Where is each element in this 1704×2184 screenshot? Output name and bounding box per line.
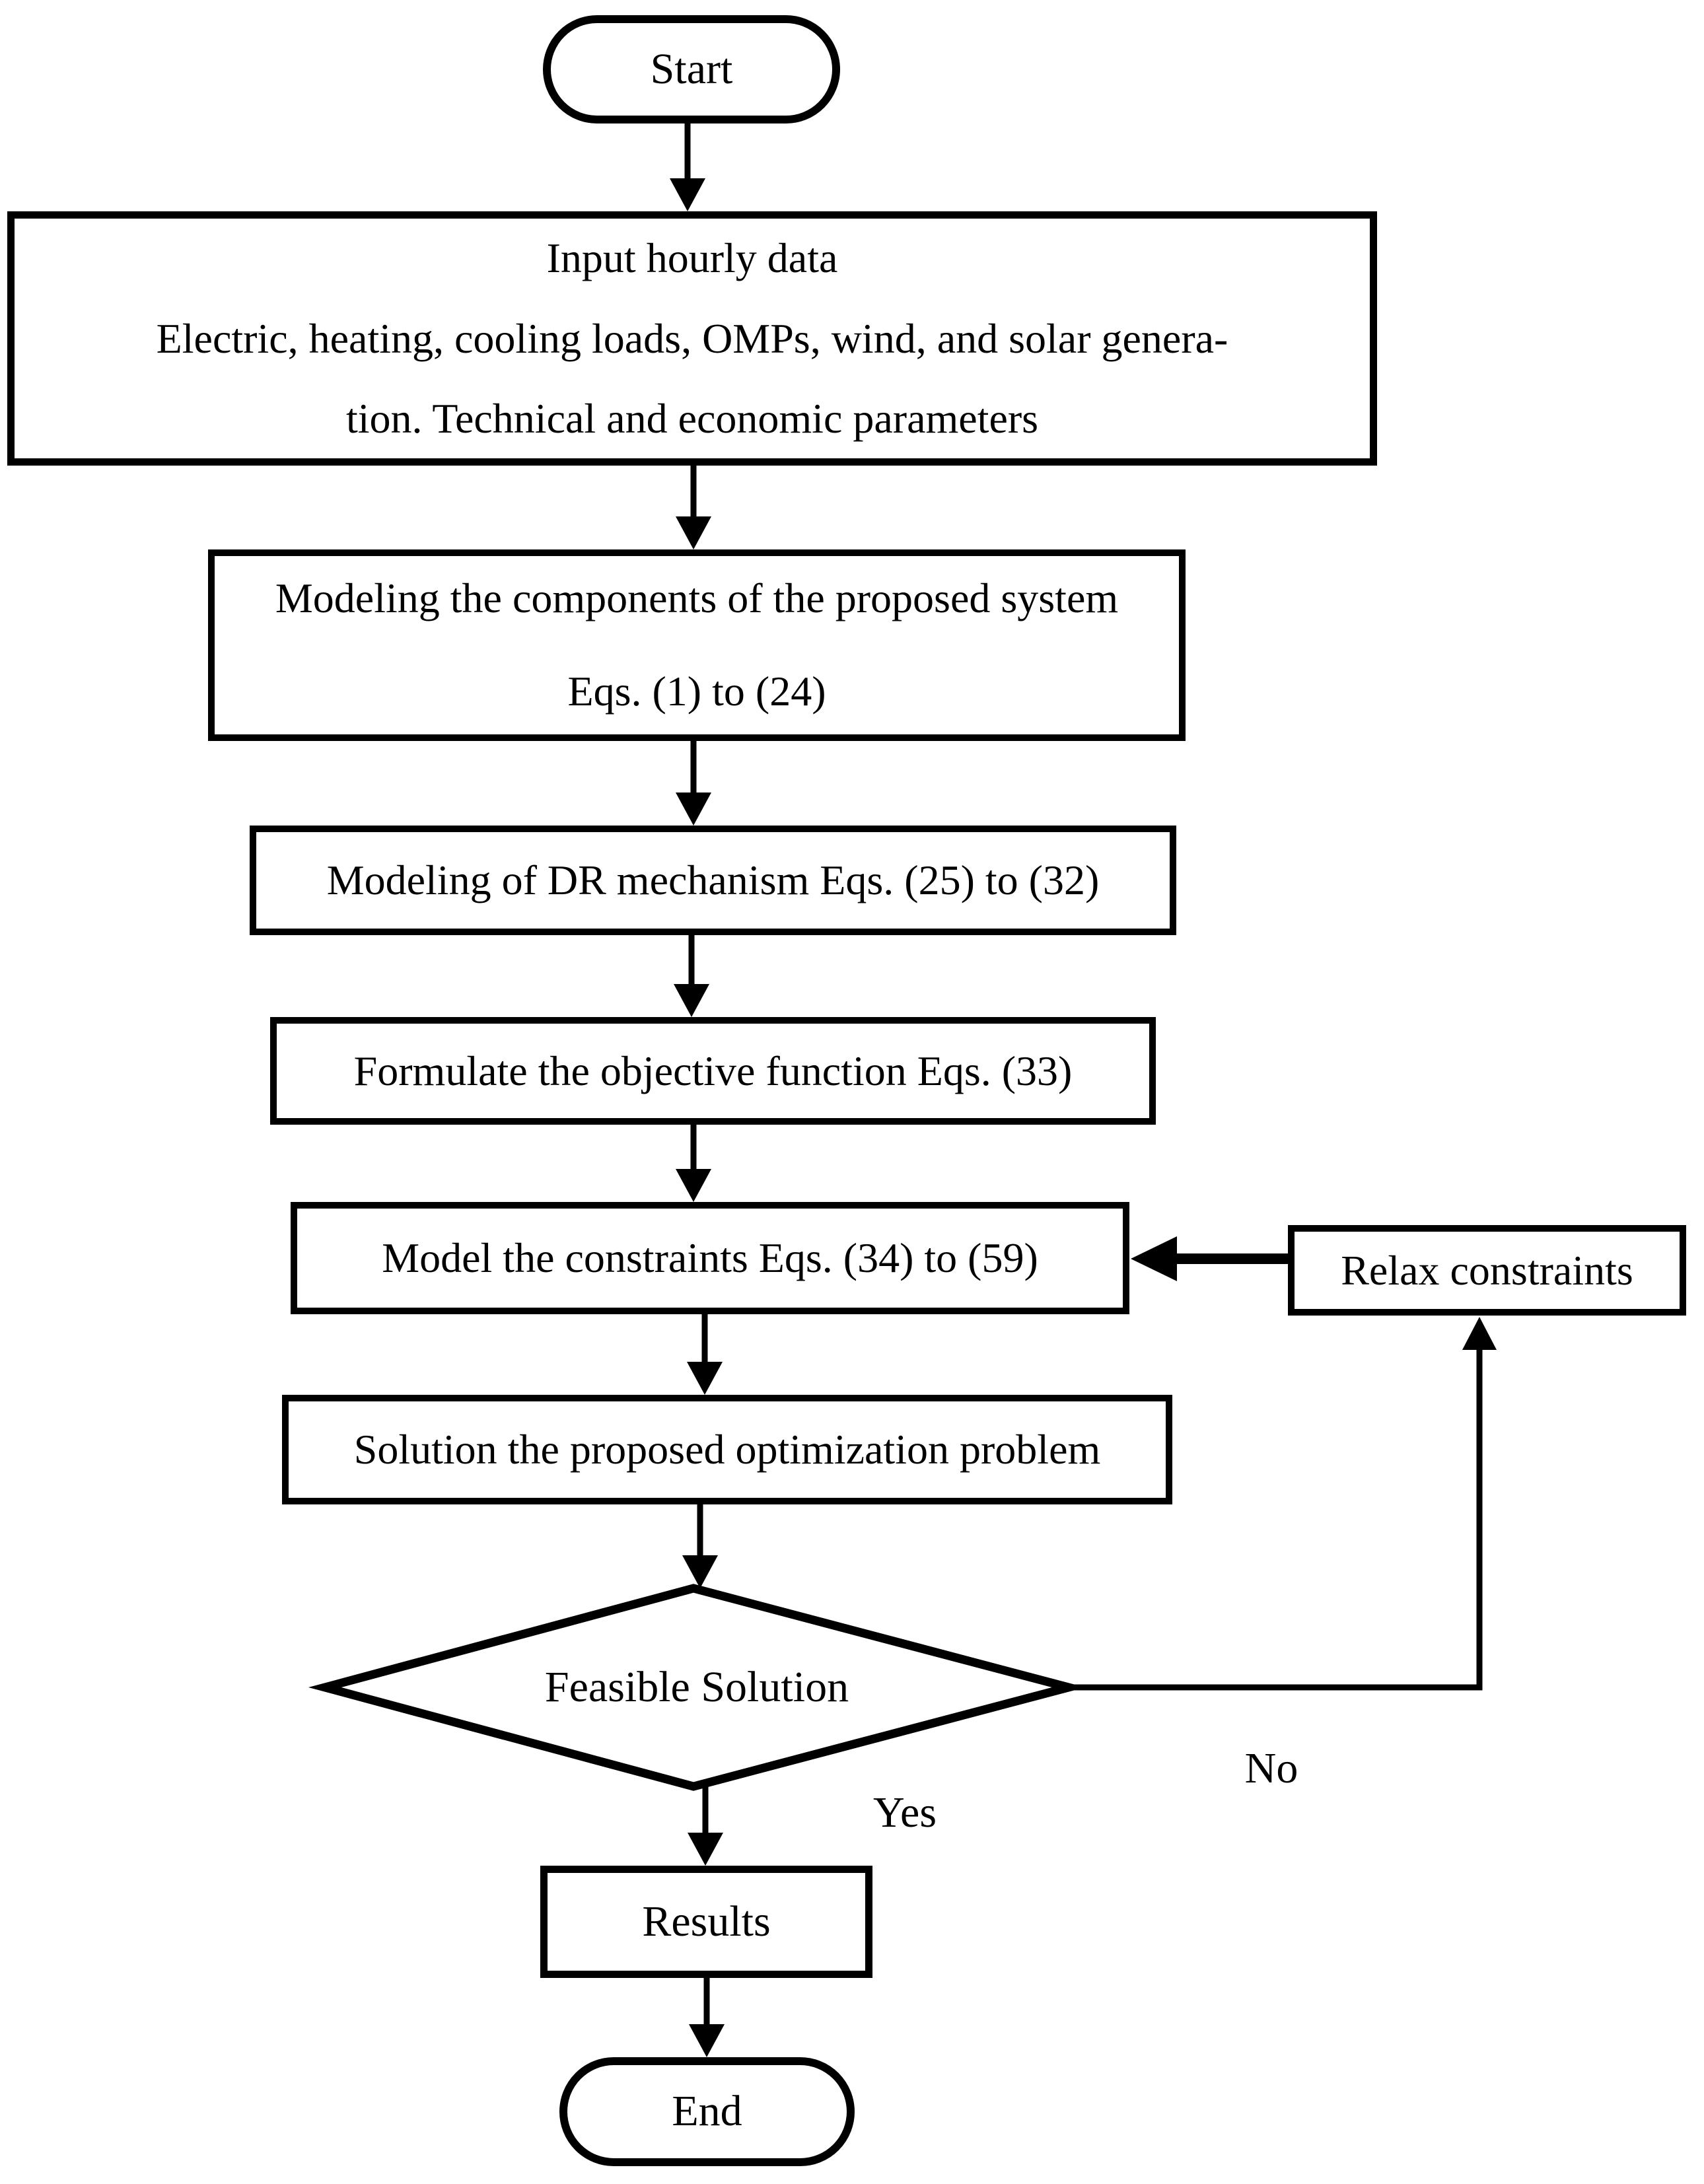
arrow-input-to-components [676,464,711,549]
constraints-box: Model the constraints Eqs. (34) to (59) [291,1202,1129,1314]
arrow-relax-to-constraints [1131,1236,1288,1281]
arrow-components-to-dr [676,740,711,826]
arrow-no-to-relax [1069,1317,1497,1691]
modeling-components-line-2: Eqs. (1) to (24) [567,668,826,715]
arrow-objective-to-constraints [676,1123,711,1202]
results-box: Results [540,1866,872,1978]
solution-label: Solution the proposed optimization probl… [353,1426,1101,1473]
arrow-results-to-end [689,1977,725,2057]
arrow-dr-to-objective [674,934,709,1017]
arrow-constraints-to-solution [687,1313,723,1395]
constraints-label: Model the constraints Eqs. (34) to (59) [382,1234,1038,1281]
start-label: Start [650,44,733,93]
feasible-decision-label: Feasible Solution [544,1663,849,1711]
modeling-dr-box: Modeling of DR mechanism Eqs. (25) to (3… [250,826,1176,935]
input-data-line-1: Input hourly data [546,234,838,282]
modeling-components-box: Modeling the components of the proposed … [208,549,1186,741]
yes-label-text: Yes [872,1788,937,1837]
results-label: Results [642,1897,771,1946]
arrow-yes-to-results [688,1786,723,1866]
relax-constraints-label: Relax constraints [1341,1246,1633,1294]
start-terminal: Start [543,15,840,123]
solution-box: Solution the proposed optimization probl… [282,1395,1172,1504]
arrow-solution-to-feasible [682,1503,718,1588]
objective-function-box: Formulate the objective function Eqs. (3… [270,1017,1156,1125]
input-data-line-2: Electric, heating, cooling loads, OMPs, … [156,314,1228,362]
relax-constraints-box: Relax constraints [1288,1225,1686,1316]
end-label: End [672,2087,742,2136]
objective-function-label: Formulate the objective function Eqs. (3… [353,1047,1073,1094]
no-label: No [1212,1736,1331,1802]
modeling-dr-label: Modeling of DR mechanism Eqs. (25) to (3… [326,857,1100,903]
input-data-box: Input hourly data Electric, heating, coo… [7,211,1377,466]
arrow-start-to-input [670,122,705,211]
modeling-components-line-1: Modeling the components of the proposed … [275,575,1119,622]
input-data-line-3: tion. Technical and economic parameters [345,395,1039,442]
no-label-text: No [1244,1744,1298,1792]
yes-label: Yes [845,1780,964,1846]
feasible-decision: Feasible Solution [433,1654,961,1720]
end-terminal: End [559,2057,855,2166]
